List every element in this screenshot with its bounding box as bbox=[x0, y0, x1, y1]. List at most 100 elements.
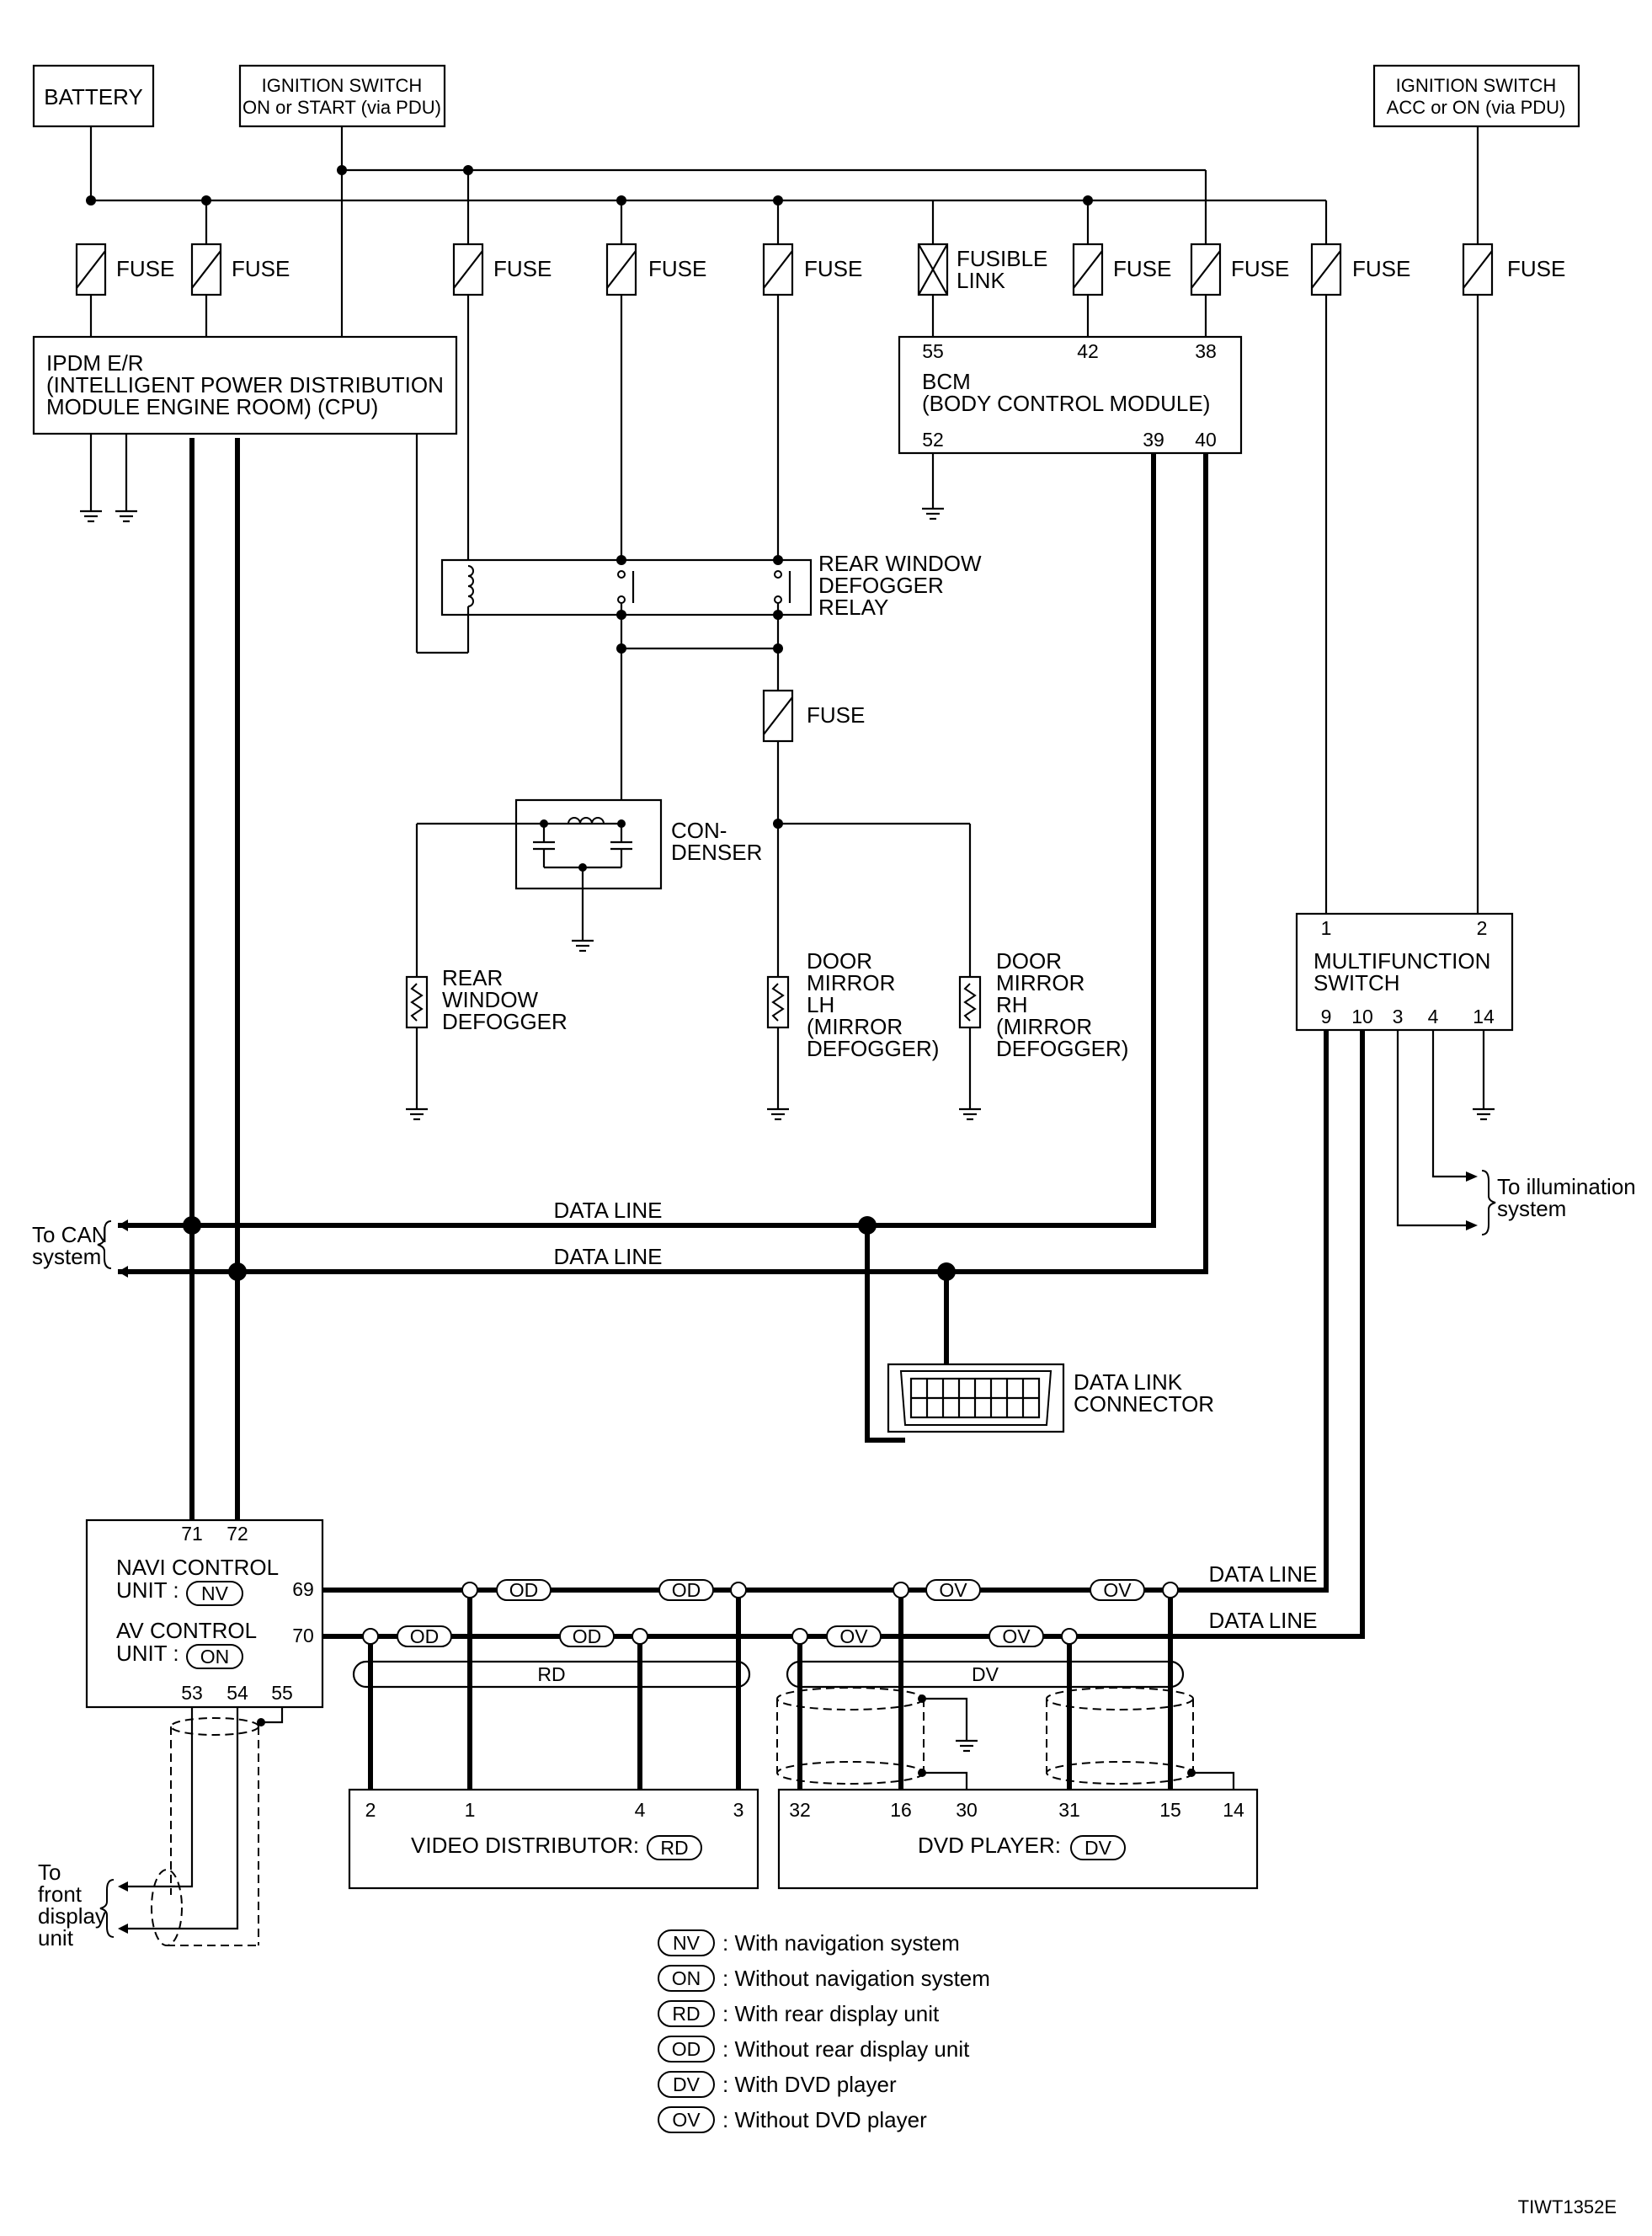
can-data-line-label-1: DATA LINE bbox=[553, 1198, 662, 1223]
door-mirror-lh: DOOR MIRROR LH (MIRROR DEFOGGER) bbox=[766, 948, 939, 1099]
vd-pin-2: 2 bbox=[365, 1799, 376, 1821]
fuse-3: FUSE bbox=[452, 243, 552, 296]
dvd-pin-30: 30 bbox=[956, 1799, 978, 1821]
dvd-pin-16: 16 bbox=[890, 1799, 912, 1821]
fuse-label: FUSE bbox=[1113, 256, 1171, 281]
fuse-mirror: FUSE bbox=[762, 689, 865, 743]
dlc-line2: CONNECTOR bbox=[1074, 1391, 1214, 1417]
legend-text-od: : Without rear display unit bbox=[722, 2036, 970, 2062]
legend-code-od: OD bbox=[672, 2038, 701, 2060]
navi-line1: NAVI CONTROL bbox=[116, 1555, 279, 1580]
fuse-label: FUSE bbox=[1231, 256, 1289, 281]
navi-av-control-unit: 71 72 NAVI CONTROL UNIT : NV AV CONTROL … bbox=[85, 1518, 324, 1709]
code-rd: RD bbox=[660, 1837, 688, 1859]
ign-acc-on-line2: ACC or ON (via PDU) bbox=[1387, 97, 1566, 118]
video-distributor: 2 1 4 3 VIDEO DISTRIBUTOR: RD bbox=[348, 1788, 759, 1890]
fuse-6: FUSE bbox=[1072, 243, 1171, 296]
vd-pin-1: 1 bbox=[465, 1799, 476, 1821]
bcm-pin-38: 38 bbox=[1195, 340, 1217, 362]
legend-code-on: ON bbox=[672, 1967, 701, 1989]
av-data-line-label-1: DATA LINE bbox=[1208, 1561, 1317, 1587]
battery-bus bbox=[86, 126, 1328, 244]
ground-icon bbox=[920, 497, 946, 520]
ipdm-er-box: IPDM E/R (INTELLIGENT POWER DISTRIBUTION… bbox=[32, 295, 458, 435]
harness-dv-label: DV bbox=[972, 1663, 999, 1685]
tag-od: OD bbox=[509, 1579, 539, 1601]
door-mirror-rh: DOOR MIRROR RH (MIRROR DEFOGGER) bbox=[958, 948, 1128, 1099]
av-line2: UNIT : bbox=[116, 1641, 179, 1666]
ground-icon bbox=[570, 929, 595, 953]
ignition-switch-on-start: IGNITION SWITCH ON or START (via PDU) bbox=[238, 64, 446, 128]
legend-code-rd: RD bbox=[672, 2003, 700, 2025]
mirror-rh-line1: DOOR bbox=[996, 948, 1062, 974]
vd-label: VIDEO DISTRIBUTOR: bbox=[411, 1833, 639, 1858]
legend-text-nv: : With navigation system bbox=[722, 1930, 960, 1956]
can-line1: To CAN bbox=[32, 1222, 108, 1247]
condenser-line2: DENSER bbox=[671, 840, 762, 865]
figure-id: TIWT1352E bbox=[1518, 2196, 1617, 2217]
ground-icon bbox=[957, 1097, 983, 1121]
legend-text-dv: : With DVD player bbox=[722, 2072, 897, 2097]
tag-od: OD bbox=[672, 1579, 701, 1601]
navi-pin-71: 71 bbox=[181, 1523, 203, 1545]
legend-code-ov: OV bbox=[672, 2109, 701, 2131]
relay-line2: DEFOGGER bbox=[818, 573, 944, 598]
data-link-connector: DATA LINK CONNECTOR bbox=[865, 1225, 1214, 1443]
dvd-pin-15: 15 bbox=[1159, 1799, 1181, 1821]
tag-od: OD bbox=[410, 1625, 440, 1647]
bcm-pin-40: 40 bbox=[1195, 429, 1217, 451]
illumination-line1: To illumination bbox=[1497, 1174, 1636, 1199]
fuse-7: FUSE bbox=[1190, 243, 1289, 296]
legend-code-dv: DV bbox=[673, 2073, 701, 2095]
fusible-link-line2: LINK bbox=[957, 268, 1005, 293]
navi-line2: UNIT : bbox=[116, 1577, 179, 1603]
ignition-bus bbox=[337, 126, 1207, 337]
fuse-label: FUSE bbox=[648, 256, 706, 281]
front-display-line4: unit bbox=[38, 1925, 74, 1950]
front-display-line2: front bbox=[38, 1881, 83, 1907]
dvd-pin-32: 32 bbox=[789, 1799, 811, 1821]
tag-ov: OV bbox=[1103, 1579, 1132, 1601]
fuse-label: FUSE bbox=[804, 256, 862, 281]
navi-pin-72: 72 bbox=[226, 1523, 248, 1545]
rear-window-defogger-relay: REAR WINDOW DEFOGGER RELAY bbox=[415, 295, 982, 703]
ground-icon bbox=[765, 1097, 791, 1121]
av-data-lines: DATA LINE DATA LINE RD DV OD OD OV OV OD… bbox=[322, 1030, 1365, 1790]
relay-line3: RELAY bbox=[818, 595, 888, 620]
navi-pin-53: 53 bbox=[181, 1682, 203, 1704]
mfs-line2: SWITCH bbox=[1314, 970, 1400, 995]
fuse-1: FUSE bbox=[75, 243, 174, 296]
illumination-line2: system bbox=[1497, 1196, 1566, 1221]
rear-defogger-line2: WINDOW bbox=[442, 987, 539, 1012]
fuse-label: FUSE bbox=[116, 256, 174, 281]
mfs-line1: MULTIFUNCTION bbox=[1314, 948, 1490, 974]
av-line1: AV CONTROL bbox=[116, 1618, 257, 1643]
bcm-pin-39: 39 bbox=[1143, 429, 1164, 451]
code-on: ON bbox=[200, 1646, 230, 1668]
dlc-line1: DATA LINK bbox=[1074, 1369, 1183, 1395]
fuse-label: FUSE bbox=[493, 256, 552, 281]
battery-label: BATTERY bbox=[44, 84, 143, 109]
fusible-link: FUSIBLE LINK bbox=[917, 243, 1047, 296]
ground-icon bbox=[114, 499, 139, 523]
mirror-rh-line3: RH bbox=[996, 992, 1028, 1017]
mfs-pin-4: 4 bbox=[1428, 1006, 1439, 1027]
mirror-lh-line5: DEFOGGER) bbox=[807, 1036, 939, 1061]
fuse-8: FUSE bbox=[1310, 243, 1410, 296]
dvd-label: DVD PLAYER: bbox=[918, 1833, 1061, 1858]
legend-text-ov: : Without DVD player bbox=[722, 2107, 927, 2132]
dvd-player: 32 16 30 31 15 14 DVD PLAYER: DV bbox=[777, 1788, 1259, 1890]
ground-icon bbox=[78, 499, 104, 523]
legend-text-on: : Without navigation system bbox=[722, 1966, 990, 1991]
fuse-5: FUSE bbox=[762, 243, 862, 296]
mfs-pin-9: 9 bbox=[1321, 1006, 1332, 1027]
bcm-pin-52: 52 bbox=[922, 429, 944, 451]
ign-on-start-line2: ON or START (via PDU) bbox=[242, 97, 441, 118]
vd-pin-3: 3 bbox=[733, 1799, 744, 1821]
front-display-line1: To bbox=[38, 1860, 61, 1885]
mirror-rh-line5: DEFOGGER) bbox=[996, 1036, 1128, 1061]
mfs-pin-2: 2 bbox=[1477, 917, 1488, 939]
tag-ov: OV bbox=[839, 1625, 868, 1647]
ipdm-line2: (INTELLIGENT POWER DISTRIBUTION bbox=[46, 372, 444, 398]
